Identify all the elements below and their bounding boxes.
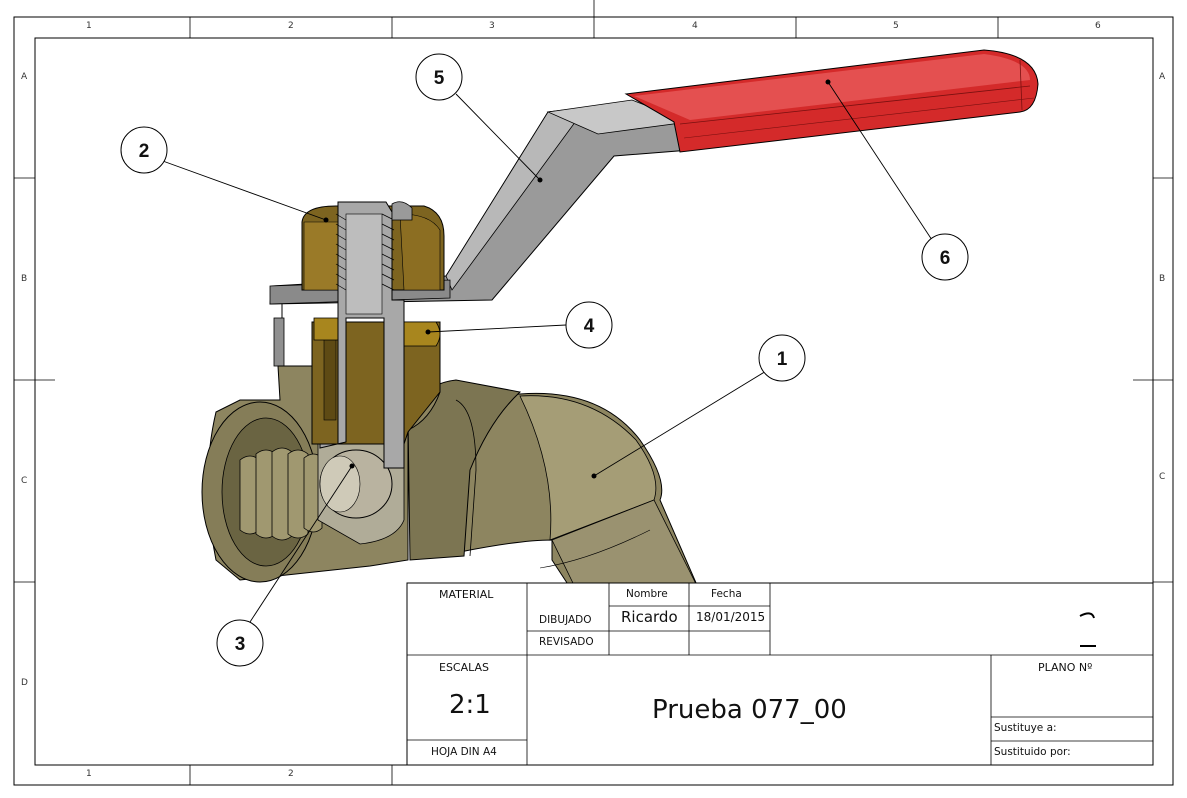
leader-lines: [159, 81, 933, 623]
red-grip: [624, 49, 1039, 153]
dibujado-fecha: 18/01/2015: [696, 610, 766, 624]
title-block-grid: [406, 582, 1154, 766]
callout-5-number: 5: [434, 68, 445, 89]
callout-3-number: 3: [235, 634, 246, 655]
zone-right-b: B: [1159, 274, 1166, 284]
zone-top-5: 5: [893, 21, 899, 31]
zone-bottom-2: 2: [288, 769, 294, 779]
revisado-label: REVISADO: [539, 636, 594, 648]
zone-top-2: 2: [288, 21, 294, 31]
hoja-label: HOJA DIN A4: [431, 746, 497, 758]
zone-top-3: 3: [489, 21, 495, 31]
callout-1-number: 1: [777, 349, 788, 370]
zone-right-a: A: [1159, 72, 1166, 82]
escalas-label: ESCALAS: [439, 661, 490, 674]
sustituye-label: Sustituye a:: [994, 722, 1057, 734]
callout-2: 2: [120, 126, 168, 174]
zone-dividers: [14, 0, 1173, 785]
callout-6: 6: [921, 233, 969, 281]
zone-right-c: C: [1159, 472, 1166, 482]
stem-assembly: [301, 201, 445, 469]
callout-2-number: 2: [139, 141, 150, 162]
callout-5: 5: [415, 53, 463, 101]
zone-left-b: B: [21, 274, 28, 284]
material-label: MATERIAL: [439, 588, 494, 601]
drawing-title: Prueba 077_00: [652, 695, 847, 725]
sustituido-label: Sustituido por:: [994, 746, 1071, 758]
callout-6-number: 6: [940, 248, 951, 269]
zone-top-1: 1: [86, 21, 92, 31]
callout-4-number: 4: [584, 316, 595, 337]
dibujado-nombre: Ricardo: [621, 608, 678, 626]
zone-top-6: 6: [1095, 21, 1101, 31]
leader-dots: [323, 79, 831, 479]
nombre-label: Nombre: [626, 588, 668, 600]
zone-top-4: 4: [692, 21, 698, 31]
zone-left-a: A: [21, 72, 28, 82]
callout-4: 4: [565, 301, 613, 349]
valve-body: [201, 329, 701, 619]
zone-left-c: C: [21, 476, 28, 486]
fecha-label: Fecha: [711, 588, 742, 600]
callout-3: 3: [216, 619, 264, 667]
zone-left-d: D: [21, 678, 28, 688]
callout-1: 1: [758, 334, 806, 382]
scale-value: 2:1: [449, 690, 491, 720]
dibujado-label: DIBUJADO: [539, 614, 592, 626]
plano-label: PLANO Nº: [1038, 661, 1093, 674]
zone-bottom-1: 1: [86, 769, 92, 779]
outer-frame: [13, 16, 1174, 786]
